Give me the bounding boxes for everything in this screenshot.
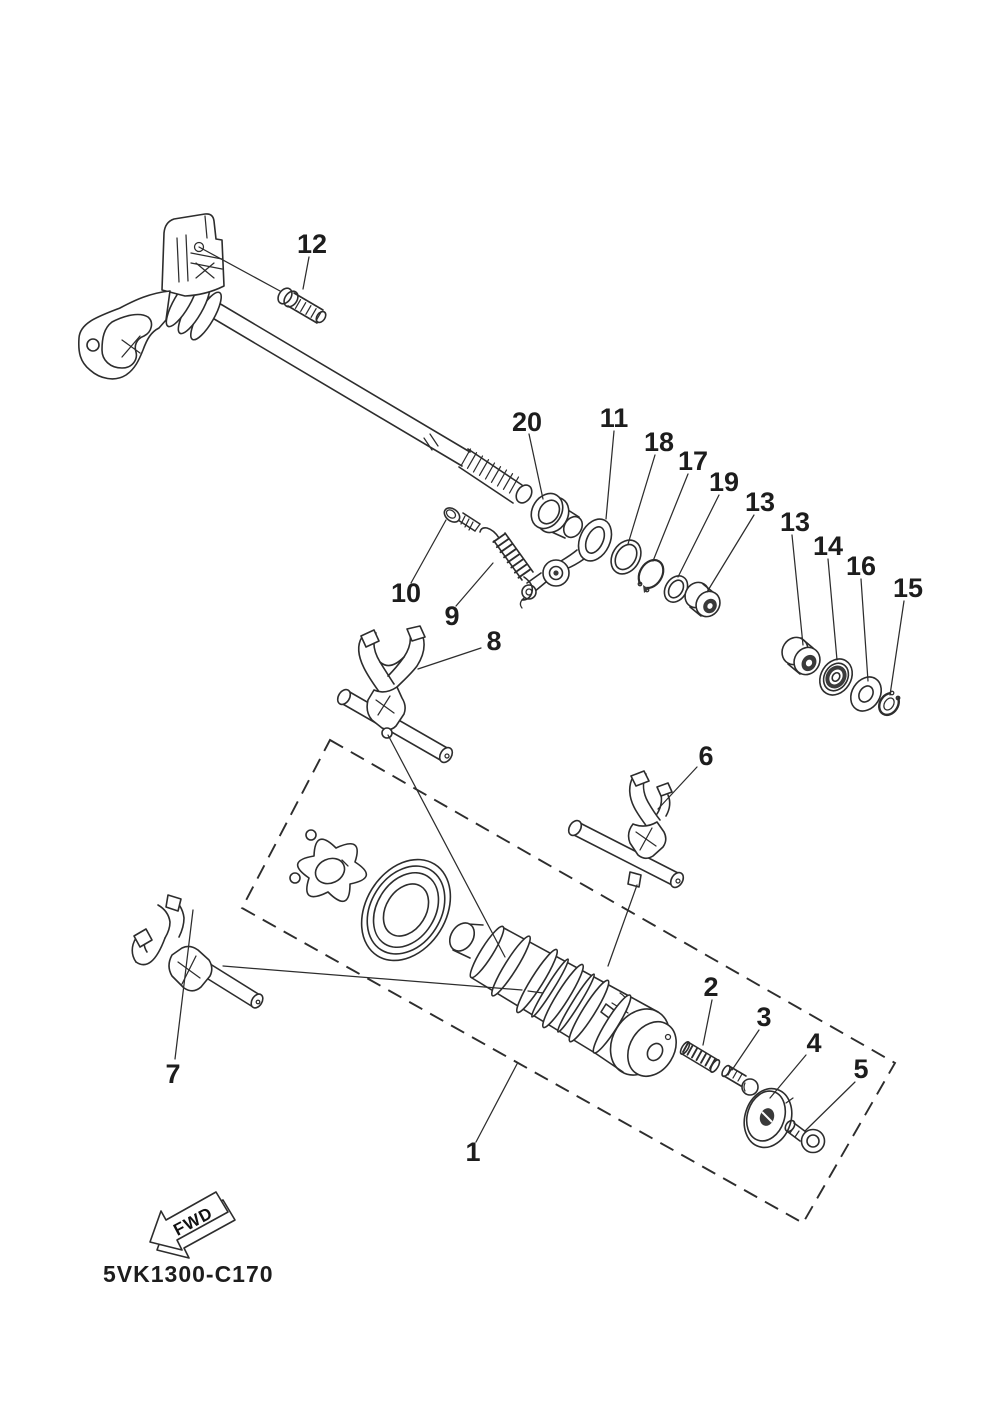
screw-10 <box>443 507 481 532</box>
pin-3 <box>721 1064 759 1096</box>
part-label-13-left: 13 <box>745 487 775 517</box>
part-label-20: 20 <box>512 407 542 437</box>
part-label-7: 7 <box>165 1059 180 1089</box>
circlip-15 <box>878 690 901 717</box>
shift-fork-6 <box>567 770 685 889</box>
shift-lever-pawl <box>77 290 171 380</box>
shift-cam-drum <box>448 922 677 1078</box>
spring-2 <box>679 1041 721 1073</box>
part-label-5: 5 <box>853 1054 868 1084</box>
fork-8-guide-pin <box>381 727 393 739</box>
stopper-lever-11 <box>519 518 613 609</box>
part-label-3: 3 <box>756 1002 771 1032</box>
washer-18 <box>610 539 642 575</box>
shaft-splines <box>460 448 520 494</box>
part-label-16: 16 <box>846 551 876 581</box>
shift-fork-8 <box>336 625 454 764</box>
spring-9 <box>479 527 534 601</box>
plate-4 <box>743 1087 794 1149</box>
bushing-13-left <box>684 581 721 618</box>
shift-shaft-assembly <box>77 213 533 504</box>
leader-lines <box>174 246 905 1143</box>
callout-labels: 1 2 3 4 5 6 7 8 9 10 11 12 13 13 14 15 1… <box>165 229 923 1167</box>
part-label-4: 4 <box>806 1028 821 1058</box>
part-label-8: 8 <box>486 626 501 656</box>
shift-lever-clamp <box>161 213 225 297</box>
part-label-19: 19 <box>709 467 739 497</box>
part-label-14: 14 <box>813 531 843 561</box>
shift-fork-7 <box>131 894 264 1009</box>
part-label-6: 6 <box>698 741 713 771</box>
assembly-dashed-box <box>240 738 897 1225</box>
washer-16 <box>849 676 883 712</box>
cam-bearing <box>360 858 452 962</box>
diagram-code: 5VK1300-C170 <box>103 1261 274 1287</box>
part-label-17: 17 <box>678 446 708 476</box>
clamp-bolt-hole <box>193 241 205 253</box>
part-label-10: 10 <box>391 578 421 608</box>
circlip-17 <box>637 558 665 593</box>
fork-6-guide-pin <box>627 871 642 888</box>
bolt-12 <box>277 287 327 324</box>
part-label-13-right: 13 <box>780 507 810 537</box>
part-label-12: 12 <box>297 229 327 259</box>
alignment-lines <box>222 734 638 994</box>
fwd-arrow-icon: FWD <box>149 1191 236 1259</box>
part-label-1: 1 <box>465 1137 480 1167</box>
detent-star <box>289 829 368 902</box>
bearing-14 <box>818 658 854 696</box>
part-label-15: 15 <box>893 573 923 603</box>
collar-20 <box>530 492 584 539</box>
part-label-11: 11 <box>600 403 629 433</box>
bolt-5 <box>784 1119 826 1154</box>
part-label-2: 2 <box>703 972 718 1002</box>
part-label-9: 9 <box>444 601 459 631</box>
part-label-18: 18 <box>644 427 674 457</box>
bushing-13-right <box>781 636 821 676</box>
